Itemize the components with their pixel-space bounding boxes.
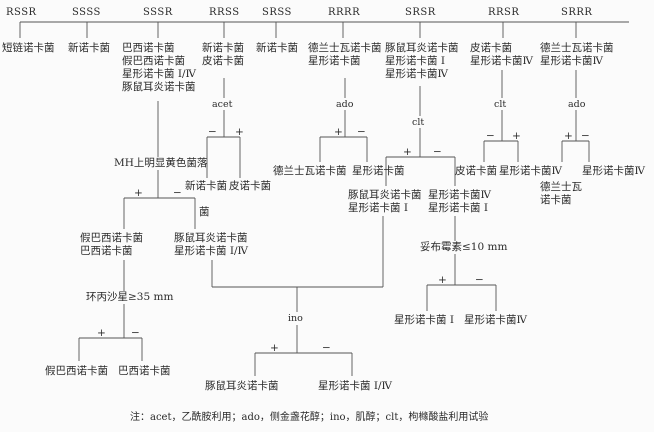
result-clt2-plus: 皮诺卡菌	[455, 165, 497, 177]
test-label-ado: ado	[568, 99, 586, 110]
result-cipro-minus: 巴西诺卡菌	[118, 365, 171, 377]
pattern-code: SSSS	[72, 7, 101, 18]
minus-sign: −	[581, 130, 590, 142]
pattern-code: SRSS	[262, 7, 292, 18]
pattern-code: RRSS	[209, 7, 240, 18]
result-clt-plus: 豚鼠耳炎诺卡菌	[348, 189, 422, 201]
result-mh-plus: 假巴西诺卡菌	[80, 232, 143, 244]
species-label: 星形诺卡菌Ⅳ	[540, 55, 603, 67]
test-label-jun: 菌	[199, 206, 210, 218]
minus-sign: −	[131, 327, 140, 339]
plus-sign: +	[512, 130, 521, 142]
result-ino-minus: 星形诺卡菌 Ⅰ/Ⅳ	[318, 380, 393, 392]
result-ado-plus: 德兰士瓦诺卡菌	[273, 165, 347, 177]
species-label: 星形诺卡菌	[308, 55, 361, 67]
species-label: 德兰士瓦诺卡菌	[308, 42, 382, 54]
result-clt-minus: 星形诺卡菌Ⅳ	[428, 189, 491, 201]
plus-sign: +	[403, 146, 412, 158]
test-label-ado: ado	[336, 99, 354, 110]
test-label-cipro: 环丙沙星≥35 mm	[86, 291, 174, 303]
minus-sign: −	[357, 126, 366, 138]
result-tobra-plus: 星形诺卡菌 Ⅰ	[394, 314, 454, 326]
species-label: 新诺卡菌	[68, 42, 110, 54]
result-clt-plus: 星形诺卡菌 Ⅰ	[348, 202, 408, 214]
minus-sign: −	[433, 146, 442, 158]
species-label: 豚鼠耳炎诺卡菌	[122, 81, 196, 93]
pattern-code: SSSR	[143, 7, 173, 18]
result-cipro-plus: 假巴西诺卡菌	[45, 365, 108, 377]
pattern-code: RRRR	[328, 7, 361, 18]
test-label-clt: clt	[412, 117, 425, 128]
result-acet-plus: 新诺卡菌	[185, 180, 227, 192]
plus-sign: +	[564, 130, 573, 142]
result-tobra-minus: 星形诺卡菌Ⅳ	[464, 314, 527, 326]
species-label: 皮诺卡菌	[470, 42, 512, 54]
species-label: 星形诺卡菌Ⅳ	[385, 68, 448, 80]
pattern-code: RSSR	[6, 7, 37, 18]
result-ado2-plus: 德兰士瓦	[540, 181, 582, 193]
result-ado2-plus: 诺卡菌	[540, 194, 572, 206]
minus-sign: −	[322, 342, 331, 354]
result-acet-minus: 皮诺卡菌	[229, 180, 271, 192]
result-mh-minus: 星形诺卡菌 Ⅰ/Ⅳ	[174, 245, 249, 257]
result-clt-minus: 星形诺卡菌 Ⅰ	[428, 202, 488, 214]
test-label-ino: ino	[288, 313, 303, 324]
plus-sign: +	[438, 274, 447, 286]
species-label: 巴西诺卡菌	[122, 42, 175, 54]
species-label: 假巴西诺卡菌	[122, 55, 185, 67]
test-label-acet: acet	[212, 99, 233, 110]
species-label: 新诺卡菌	[202, 42, 244, 54]
minus-sign: −	[173, 187, 182, 199]
minus-sign: −	[486, 130, 495, 142]
pattern-code: SRRR	[561, 7, 593, 18]
minus-sign: −	[475, 274, 484, 286]
pattern-code: SRSR	[405, 7, 436, 18]
test-label-mh: MH上明显黄色菌落	[114, 157, 208, 169]
plus-sign: +	[97, 327, 106, 339]
result-ado2-minus: 星形诺卡菌Ⅳ	[582, 165, 645, 177]
result-ado-minus: 星形诺卡菌	[352, 165, 405, 177]
species-label: 德兰士瓦诺卡菌	[540, 42, 614, 54]
pattern-code: RRSR	[488, 7, 520, 18]
result-ino-plus: 豚鼠耳炎诺卡菌	[205, 380, 279, 392]
result-clt2-minus: 星形诺卡菌Ⅳ	[499, 165, 562, 177]
result-mh-minus: 豚鼠耳炎诺卡菌	[174, 232, 248, 244]
plus-sign: +	[334, 126, 343, 138]
minus-sign: −	[208, 126, 217, 138]
result-mh-plus: 巴西诺卡菌	[80, 245, 133, 257]
test-label-tobra: 妥布霉素≤10 mm	[420, 241, 508, 253]
species-label: 星形诺卡菌Ⅳ	[470, 55, 533, 67]
footnote: 注：acet，乙酰胺利用；ado，侧金盏花醇；ino，肌醇；clt，枸橼酸盐利用…	[130, 412, 489, 423]
species-label: 皮诺卡菌	[202, 55, 244, 67]
species-label: 豚鼠耳炎诺卡菌	[385, 42, 459, 54]
species-label: 星形诺卡菌 Ⅰ	[385, 55, 445, 67]
plus-sign: +	[270, 342, 279, 354]
species-label: 短链诺卡菌	[2, 42, 55, 54]
species-label: 新诺卡菌	[256, 42, 298, 54]
plus-sign: +	[235, 126, 244, 138]
species-label: 星形诺卡菌 Ⅰ/Ⅳ	[122, 68, 197, 80]
test-label-clt: clt	[494, 99, 507, 110]
plus-sign: +	[134, 187, 143, 199]
